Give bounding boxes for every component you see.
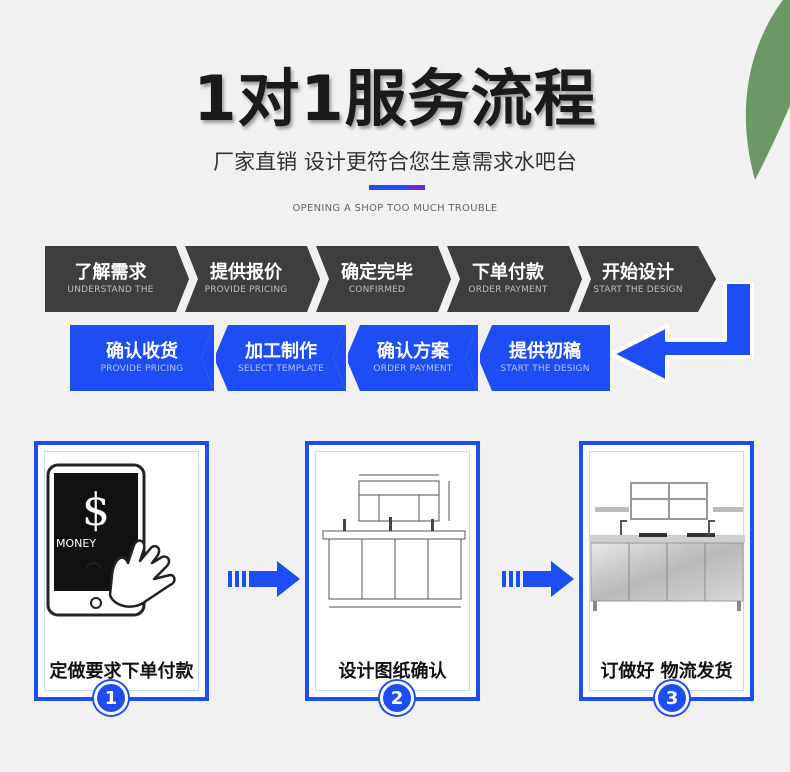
process-step: 了解需求 UNDERSTAND THE [45, 246, 176, 312]
stainless-counter-icon [589, 482, 745, 611]
process-row-bottom: 确认收货 PROVIDE PRICING 加工制作 SELECT TEMPLAT… [0, 325, 790, 391]
title-divider [369, 185, 425, 190]
process-step: 提供初稿 START THE DESIGN [480, 325, 610, 391]
step-card-3: 订做好 物流发货 [579, 441, 754, 701]
blueprint-drawing-icon [322, 474, 466, 608]
card-label: 订做好 物流发货 [600, 661, 733, 682]
process-row-top: 了解需求 UNDERSTAND THE 提供报价 PROVIDE PRICING… [0, 246, 790, 312]
card-label: 定做要求下单付款 [49, 661, 194, 682]
process-step: 确定完毕 CONFIRMED [316, 246, 438, 312]
step-number-badge: 2 [380, 681, 414, 715]
page-subtitle: 厂家直销 设计更符合您生意需求水吧台 [213, 150, 577, 174]
step-card-2: 设计图纸确认 [305, 441, 480, 701]
process-step: 加工制作 SELECT TEMPLATE [216, 325, 346, 391]
dollar-sign: $ [82, 485, 110, 536]
flow-arrow-icon [228, 561, 300, 597]
phone-payment-hand-icon: $ MONEY [46, 463, 176, 617]
chevron-separators [176, 246, 716, 312]
process-step: 确认方案 ORDER PAYMENT [348, 325, 478, 391]
english-subtitle: OPENING A SHOP TOO MUCH TROUBLE [292, 203, 498, 214]
leaf-decoration-icon [745, 0, 790, 180]
process-step: 确认收货 PROVIDE PRICING [70, 325, 214, 391]
process-step: 下单付款 ORDER PAYMENT [447, 246, 569, 312]
page-title: 1对1服务流程 [193, 62, 597, 135]
step-card-1: $ MONEY 定做要求下单付款 [34, 441, 209, 701]
step-number-badge: 1 [94, 681, 128, 715]
process-step: 开始设计 START THE DESIGN [578, 246, 698, 312]
step-number-badge: 3 [655, 681, 689, 715]
card-label: 设计图纸确认 [338, 661, 447, 682]
process-step: 提供报价 PROVIDE PRICING [185, 246, 307, 312]
money-text: MONEY [56, 537, 96, 550]
chevron-separators-blue [201, 325, 492, 391]
flow-arrow-icon [502, 561, 574, 597]
return-arrow-icon [612, 282, 754, 384]
